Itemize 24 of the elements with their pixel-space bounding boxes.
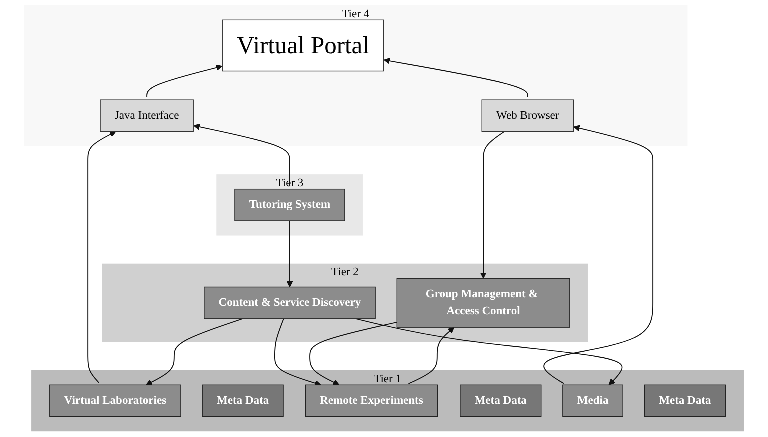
node-box: Meta Data — [460, 384, 542, 418]
arrow — [544, 125, 654, 384]
arrow — [310, 322, 398, 386]
node-box: Remote Experiments — [305, 384, 438, 418]
arrow — [408, 327, 455, 384]
node-box: Meta Data — [202, 384, 284, 418]
node-box: Web Browser — [482, 100, 574, 132]
node-box: Tutoring System — [234, 188, 346, 222]
arrow — [384, 58, 528, 98]
arrow — [274, 318, 322, 386]
arrow — [286, 220, 294, 288]
arrow — [146, 318, 244, 386]
node-box: Meta Data — [644, 384, 726, 418]
node-box: Java Interface — [100, 100, 194, 132]
arrow — [194, 124, 290, 187]
arrow — [88, 132, 116, 384]
node-box: Group Management & Access Control — [396, 278, 570, 328]
node-box: Virtual Laboratories — [50, 384, 182, 418]
arrow — [480, 131, 506, 279]
arrow — [355, 318, 623, 386]
arrow — [146, 64, 223, 98]
node-box: Virtual Portal — [222, 20, 384, 72]
node-box: Media — [562, 384, 624, 418]
node-box: Content & Service Discovery — [204, 286, 376, 320]
